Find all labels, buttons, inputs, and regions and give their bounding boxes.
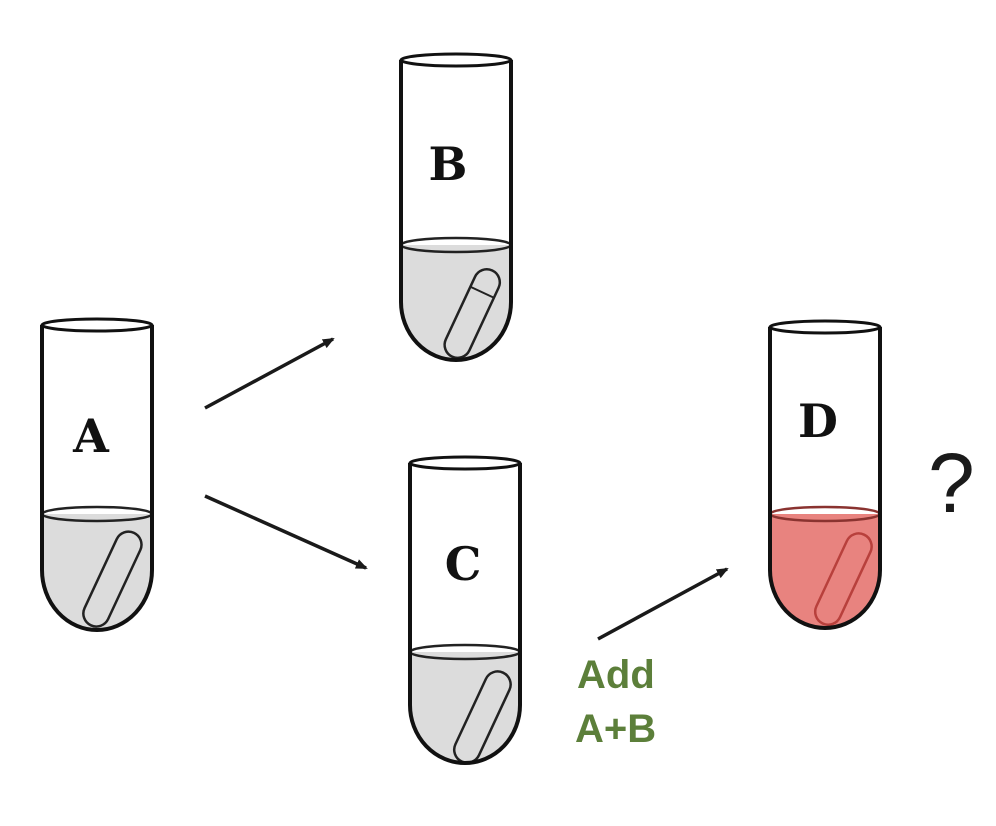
tube-d-rim <box>768 319 882 335</box>
tube-a-rim <box>40 317 154 333</box>
tube-b-rim <box>399 52 513 68</box>
add-label-line2: A+B <box>575 707 656 751</box>
tube-a-body <box>40 325 154 632</box>
tube-d-label: D <box>798 394 838 448</box>
tube-d-liquid <box>770 514 880 628</box>
tube-c-body <box>408 463 522 765</box>
tube-b-liquid <box>401 245 511 360</box>
test-tube-d: D <box>768 319 882 630</box>
arrow-a-to-c <box>204 494 368 570</box>
add-label-line1: Add <box>577 653 655 697</box>
tube-b-body <box>399 60 513 362</box>
tube-b-label: B <box>429 137 468 191</box>
tube-a-liquid <box>42 514 152 630</box>
arrow-a-to-b <box>204 337 335 410</box>
tube-a-label: A <box>72 409 110 463</box>
tube-b-inner-tube <box>443 268 502 360</box>
tube-d-inner-tube <box>813 532 873 626</box>
test-tube-c: C <box>408 455 522 765</box>
question-mark: ? <box>928 436 975 530</box>
arrow-c-to-d <box>597 567 729 641</box>
tube-d-body <box>768 327 882 630</box>
test-tube-b: B <box>399 52 513 362</box>
test-tube-a: A <box>40 317 154 632</box>
tube-c-rim <box>408 455 522 471</box>
tube-a-inner-tube <box>82 530 143 628</box>
tube-c-liquid <box>410 652 520 763</box>
tube-c-label: C <box>445 537 482 591</box>
